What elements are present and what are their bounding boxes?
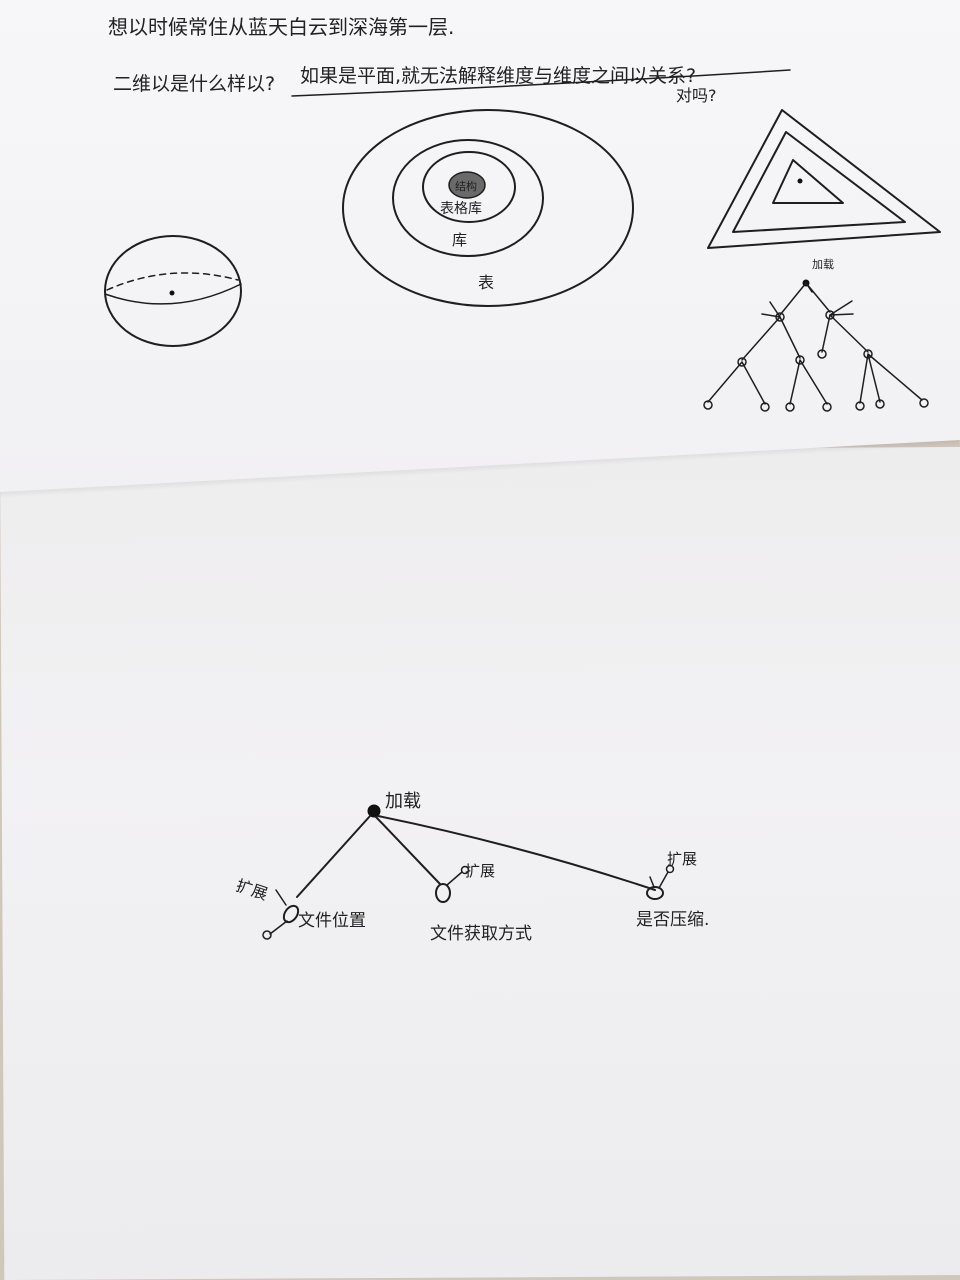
note-answer: 如果是平面,就无法解释维度与维度之间以关系? xyxy=(300,65,696,87)
branch-1-label: 文件位置 xyxy=(298,911,366,931)
branch-3-sub-label: 扩展 xyxy=(667,850,697,868)
branch-1-sub-label: 扩展 xyxy=(234,876,270,904)
tree-drawing: 加载 xyxy=(703,258,929,412)
circle-label-inner-ring: 表格库 xyxy=(440,201,482,217)
note-line-1: 想以时候常住从蓝天白云到深海第一层. xyxy=(108,15,454,39)
circle-label-outer: 表 xyxy=(478,273,494,292)
branch-3-label: 是否压缩. xyxy=(636,910,709,930)
note-right: 对吗? xyxy=(676,86,717,105)
answer-underline xyxy=(291,69,791,97)
bottom-mind-map: 加载 扩展 文件位置 扩展 文件获取方式 扩展 是否压缩. xyxy=(234,791,710,944)
concentric-circles-drawing: 结构 表格库 库 表 xyxy=(342,109,634,307)
nested-triangles-drawing xyxy=(707,109,941,249)
note-question: 二维以是什么样以? xyxy=(113,73,275,95)
circle-label-inner: 结构 xyxy=(455,179,477,193)
branch-2-label: 文件获取方式 xyxy=(430,924,532,944)
mindmap-root-label: 加载 xyxy=(385,791,421,812)
circle-label-middle: 库 xyxy=(452,231,467,249)
sphere-drawing xyxy=(104,235,242,347)
branch-2-sub-label: 扩展 xyxy=(465,862,495,880)
tree-root-label: 加载 xyxy=(812,258,834,271)
top-paper-sheet xyxy=(0,0,960,492)
